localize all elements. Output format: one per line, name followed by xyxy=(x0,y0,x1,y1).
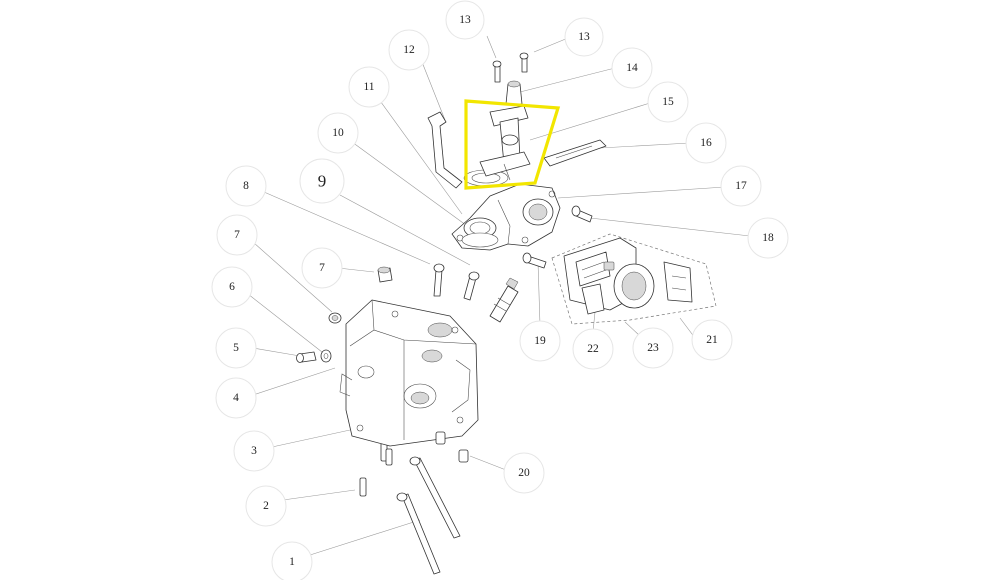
svg-text:22: 22 xyxy=(587,343,599,355)
callout-2[interactable]: 2 xyxy=(245,485,287,527)
svg-text:20: 20 xyxy=(518,467,530,479)
svg-text:12: 12 xyxy=(403,44,415,56)
callout-6[interactable]: 6 xyxy=(211,266,253,308)
sleeves-20 xyxy=(435,431,469,463)
svg-text:3: 3 xyxy=(251,445,257,457)
parts-illustration xyxy=(296,52,717,575)
cylinder-head xyxy=(339,299,479,447)
bolt-19 xyxy=(522,252,547,269)
callout-11[interactable]: 11 xyxy=(348,66,390,108)
bracket-12 xyxy=(427,111,463,189)
callout-1[interactable]: 1 xyxy=(271,541,313,580)
svg-text:13: 13 xyxy=(578,31,590,43)
throttle-body-group xyxy=(551,233,717,325)
svg-text:7: 7 xyxy=(319,262,325,274)
callout-16[interactable]: 16 xyxy=(685,122,727,164)
callout-10[interactable]: 10 xyxy=(317,112,359,154)
bolt-8 xyxy=(433,263,480,301)
small-fittings xyxy=(296,312,342,363)
svg-text:21: 21 xyxy=(706,334,718,346)
callout-22[interactable]: 22 xyxy=(572,328,614,370)
svg-text:7: 7 xyxy=(234,229,240,241)
callout-4[interactable]: 4 xyxy=(215,377,257,419)
callout-3[interactable]: 3 xyxy=(233,430,275,472)
callout-19[interactable]: 19 xyxy=(519,320,561,362)
gaskets xyxy=(461,169,509,248)
svg-text:4: 4 xyxy=(233,392,239,404)
bolts-13 xyxy=(492,52,529,83)
svg-text:18: 18 xyxy=(762,232,774,244)
svg-text:23: 23 xyxy=(647,342,659,354)
svg-text:17: 17 xyxy=(735,180,747,192)
svg-text:11: 11 xyxy=(363,81,374,93)
callouts: 1 2 3 4 5 6 7 7 8 9 10 11 12 13 13 14 15… xyxy=(211,0,789,580)
svg-text:14: 14 xyxy=(626,62,638,74)
callout-9[interactable]: 9 xyxy=(299,158,345,204)
svg-text:2: 2 xyxy=(263,500,269,512)
callout-14[interactable]: 14 xyxy=(611,47,653,89)
leader-lines xyxy=(247,35,751,556)
svg-text:16: 16 xyxy=(700,137,712,149)
plate-16 xyxy=(543,139,607,167)
callout-18[interactable]: 18 xyxy=(747,217,789,259)
callout-13-left[interactable]: 13 xyxy=(445,0,485,40)
plug-7 xyxy=(377,266,393,283)
highlight-box xyxy=(464,99,561,190)
callout-21[interactable]: 21 xyxy=(691,319,733,361)
callout-23[interactable]: 23 xyxy=(632,327,674,369)
bolt-18 xyxy=(571,205,593,223)
callout-5[interactable]: 5 xyxy=(215,327,257,369)
svg-text:5: 5 xyxy=(233,342,239,354)
svg-text:1: 1 xyxy=(289,556,295,568)
callout-12[interactable]: 12 xyxy=(388,29,430,71)
callout-17[interactable]: 17 xyxy=(720,165,762,207)
svg-text:19: 19 xyxy=(534,335,546,347)
svg-text:10: 10 xyxy=(332,127,344,139)
injector-assembly xyxy=(479,80,531,181)
callout-8[interactable]: 8 xyxy=(225,165,267,207)
callout-7-lower[interactable]: 7 xyxy=(216,214,258,256)
spark-plug xyxy=(489,277,519,323)
callout-13-right[interactable]: 13 xyxy=(564,17,604,57)
svg-text:15: 15 xyxy=(662,96,674,108)
callout-7-upper[interactable]: 7 xyxy=(301,247,343,289)
svg-text:13: 13 xyxy=(459,14,471,26)
long-bolts xyxy=(396,456,461,575)
callout-20[interactable]: 20 xyxy=(503,452,545,494)
svg-text:6: 6 xyxy=(229,281,235,293)
dowel-pins xyxy=(359,442,393,497)
svg-text:9: 9 xyxy=(318,172,327,191)
callout-15[interactable]: 15 xyxy=(647,81,689,123)
svg-text:8: 8 xyxy=(243,180,249,192)
